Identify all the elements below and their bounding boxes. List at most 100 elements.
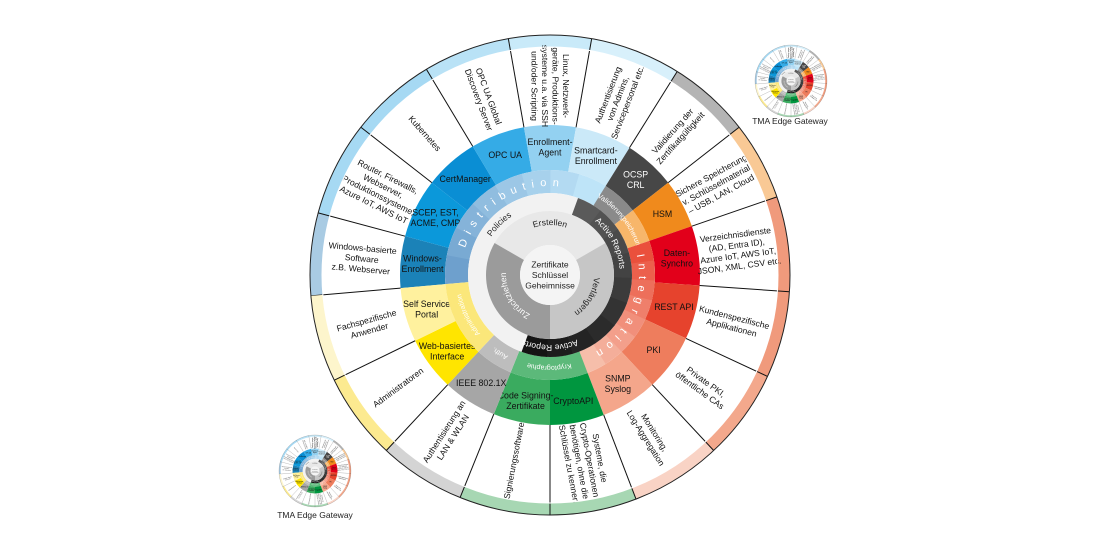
segment-label-scep-est-acme-cmp: SCEP, EST,ACME, CMP (411, 208, 461, 229)
outer-ring-web-basiertesinterface (334, 374, 395, 451)
segment-label-daten-synchro-line: Daten- (664, 248, 690, 258)
band-distribution-slice (550, 170, 580, 197)
outer-ring-snmpsyslog (631, 441, 714, 500)
segment-ieee-802-1x[interactable] (447, 351, 511, 415)
segment-divider (603, 414, 637, 500)
description-enrollment-agent: Linux, Netzwerk-geräte, Produktions-syst… (529, 45, 571, 127)
band-speicherung (614, 210, 650, 249)
center-circle (520, 245, 580, 305)
segment-label-smartcard-enrollment: Smartcard-Enrollment (574, 145, 618, 166)
center-label-line: Zertifikate (531, 260, 569, 270)
band-administration (445, 282, 495, 352)
segment-label-ocspcrl-line: OCSP (623, 170, 648, 180)
band-kryptographie (510, 351, 588, 380)
description-enrollment-agent-line: Linux, Netzwerk- (561, 54, 571, 118)
segment-label-ocspcrl-line: CRL (627, 180, 645, 190)
segment-label-windows-enrollment: Windows-Enrollment (401, 254, 444, 275)
segment-divider (651, 384, 715, 451)
segment-label-scep-est-acme-cmp-line: ACME, CMP (411, 218, 461, 228)
thumbnail-label-top-right: TMA Edge Gateway (752, 116, 828, 126)
band-integration-slice (627, 240, 655, 265)
segment-label-enrollment-agent: Enrollment-Agent (528, 137, 573, 158)
band-integration-slice (631, 260, 655, 282)
segment-rest-api[interactable] (645, 282, 700, 339)
segment-opc-ua[interactable] (472, 127, 532, 185)
active-reports-ring-slice (603, 229, 629, 258)
revoke-sector[interactable] (485, 243, 550, 339)
band-distribution-slice (495, 173, 529, 206)
segment-divider (385, 384, 449, 451)
create-sector[interactable] (494, 211, 606, 260)
segment-cryptoapi[interactable] (550, 373, 604, 426)
segment-scep-est-acme-cmp[interactable] (405, 182, 468, 248)
segment-ocspcrl[interactable] (605, 147, 669, 211)
segment-hsm[interactable] (632, 182, 692, 241)
segment-label-scep-est-acme-cmp-line: SCEP, EST, (412, 208, 458, 218)
band-integration-slice (616, 309, 646, 338)
segment-label-snmpsyslog-line: Syslog (605, 384, 632, 394)
segment-windows-enrollment[interactable] (400, 236, 449, 289)
segment-divider (310, 287, 401, 297)
center-label-line: Schlüssel (532, 270, 568, 280)
segment-divider (685, 337, 768, 377)
active-reports-ring-slice (521, 335, 548, 357)
outer-ring-scep-est-acme-cmp (318, 127, 371, 216)
segment-label-certmanager: CertManager (440, 174, 491, 184)
segment-divider (360, 126, 433, 184)
active-reports-ring-slice (546, 336, 573, 357)
segment-label-code-signing-zertifikate-line: Zertifikate (506, 401, 545, 411)
description-enrollment-agent-line: und/oder Scripting (529, 51, 539, 121)
inner-create: Erstellen (531, 217, 568, 230)
segment-divider (318, 212, 406, 237)
segment-daten-synchro[interactable] (649, 226, 700, 286)
segment-snmpsyslog[interactable] (587, 351, 653, 416)
description-windows-enrollment-line: Software (344, 252, 379, 265)
band-integration-slice (605, 323, 635, 353)
active-reports-ring-slice (610, 277, 632, 304)
segment-label-hsm-line: HSM (653, 209, 673, 219)
band-label-4-text: Kryptographie (526, 361, 572, 371)
segment-label-web-basiertesinterface-line: Interface (430, 351, 464, 361)
segment-label-rest-api: REST API (654, 302, 693, 312)
segment-label-ieee-802-1x: IEEE 802.1X (456, 378, 507, 388)
band-integration-slice (593, 334, 622, 365)
band-auth (478, 334, 520, 373)
thumbnail-label-bottom-left: TMA Edge Gateway (277, 510, 353, 520)
segment-label-code-signing-zertifikate: Code Signing-Zertifikate (498, 390, 554, 411)
segment-divider (629, 71, 678, 149)
segment-label-cryptoapi: CryptoAPI (553, 396, 593, 406)
band-distribution-slice (456, 203, 490, 239)
segment-label-web-basiertesinterface-line: Web-basiertes (419, 341, 476, 351)
segment-label-opc-ua: OPC UA (488, 150, 522, 160)
center-label-line: Geheimnisse (525, 281, 575, 291)
inner-active-reports-bottom: Active Reports (520, 338, 580, 353)
segment-label-windows-enrollment-line: Enrollment (401, 264, 444, 274)
segment-divider (507, 38, 525, 128)
segment-smartcard-enrollment[interactable] (568, 127, 630, 186)
segment-enrollment-agent[interactable] (523, 124, 577, 172)
outer-ring-ocspcrl (670, 71, 740, 135)
active-reports-ring-slice (567, 328, 596, 354)
outer-ring-certmanager (360, 69, 433, 135)
active-reports-ring-slice (571, 197, 601, 225)
outer-ring-code-signing-zertifikate (460, 486, 550, 515)
description-enrollment-agent-line: geräte, Produktions- (550, 47, 560, 125)
band-label-4: Kryptographie (526, 361, 572, 371)
segment-self-serviceportal[interactable] (400, 284, 456, 341)
segment-pki[interactable] (621, 319, 686, 385)
band-distribution-slice (446, 227, 477, 260)
thumbnail-wheel-bottom-left (232, 428, 352, 508)
segment-label-hsm: HSM (653, 209, 673, 219)
outer-ring-rest-api (756, 290, 790, 377)
segment-code-signing-zertifikate[interactable] (493, 372, 550, 426)
segment-certmanager[interactable] (431, 146, 496, 211)
renew-sector[interactable] (550, 243, 614, 339)
band-distribution-slice (521, 170, 552, 197)
inner-create-text: Erstellen (531, 217, 568, 230)
segment-web-basiertesinterface[interactable] (415, 321, 479, 385)
outer-ring-smartcard-enrollment (589, 38, 678, 82)
